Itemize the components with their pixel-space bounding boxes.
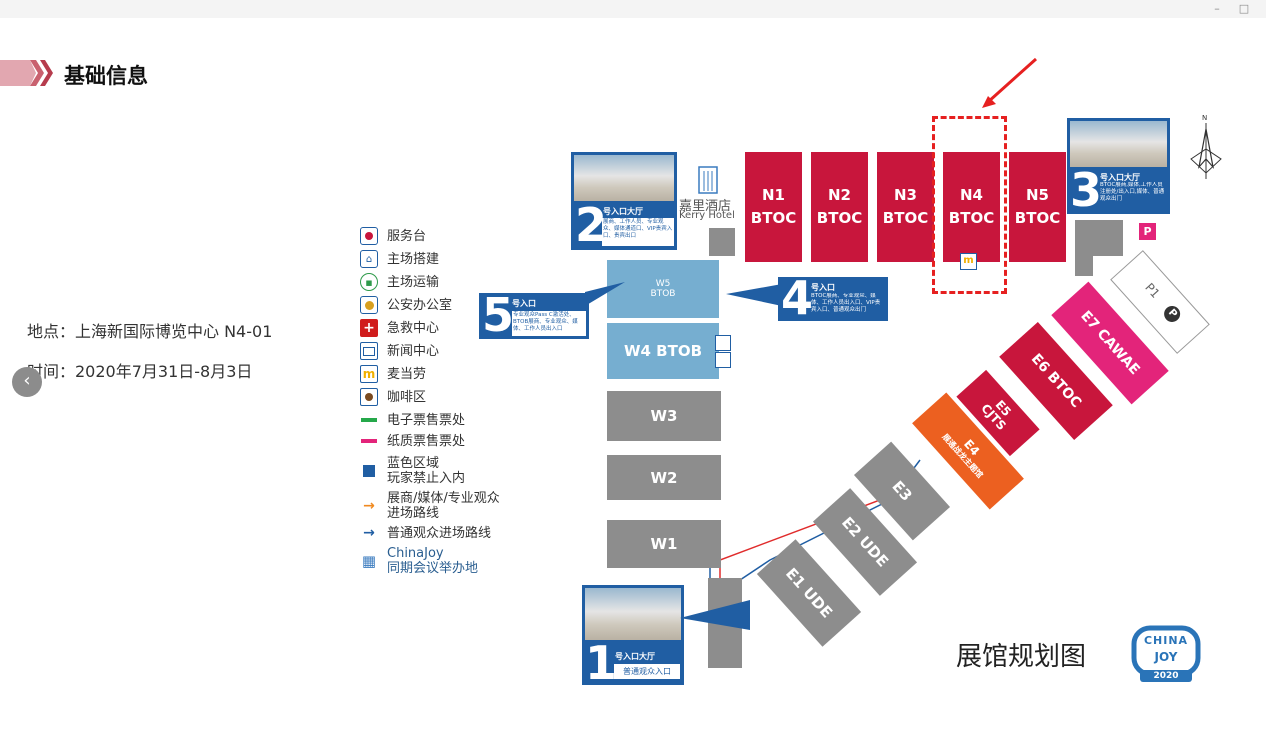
chinajoy-logo: CHINA JOY 2020 [1126,608,1206,688]
hall-w2[interactable]: W2 [607,455,721,500]
entrance-3-number: 3 [1070,163,1103,217]
legend-item: ▦ ChinaJoy 同期会议举办地 [361,546,479,576]
location-text: 地点：上海新国际博览中心 N4-01 [27,322,273,341]
entrance-5-pointer [585,282,625,306]
compass-icon [1190,123,1222,179]
legend-item: 蓝色区域 玩家禁止入内 [360,455,465,487]
main-transport-icon: ▪ [360,273,378,291]
entrance-1-title: 号入口大厅 [615,652,655,661]
mcdonalds-icon: m [960,253,977,270]
legend-item: 纸质票售票处 [360,431,465,451]
window-titlebar [0,0,1266,18]
hall-w3[interactable]: W3 [607,391,721,441]
blue-zone-icon [360,462,378,480]
entrance-5-title: 号入口 [512,299,536,308]
highlight-arrow-icon [982,57,1038,108]
entrance-2-desc: 展商、工作人员、专业观众、媒体通道口、VIP贵宾入口、贵宾出口 [602,218,674,246]
legend-item: 公安办公室 [360,295,452,315]
hotel-name-en: Kerry Hotel [679,210,735,221]
police-office-icon [715,335,731,351]
parking-icon: P [1160,302,1184,326]
entrance-3-building [1075,220,1123,256]
hall-w1[interactable]: W1 [607,520,721,568]
legend-item: → 普通观众进场路线 [360,523,491,543]
entrance-3-card[interactable]: 3 号入口大厅 BTOC展商,媒体,工作人员注册处/出入口,媒体、普通观众出门 [1067,118,1170,214]
entrance-3-photo [1070,121,1167,167]
coffee-icon [360,388,378,406]
entrance-2-title: 号入口大厅 [603,207,643,216]
orange-arrow-icon: → [363,498,375,514]
service-desk-icon [360,227,378,245]
mcdonalds-icon: m [360,365,378,383]
entrance-4-pointer [726,284,782,306]
news-center-icon [360,342,378,360]
time-text: 时间：2020年7月31日-8月3日 [27,362,253,381]
entrance-3-desc: BTOC展商,媒体,工作人员注册处/出入口,媒体、普通观众出门 [1100,182,1165,202]
police-office-icon [360,296,378,314]
entrance-1-pointer [680,600,750,630]
entrance-4-title: 号入口 [811,283,835,292]
blue-arrow-icon: → [363,525,375,541]
legend-item: 新闻中心 [360,341,439,361]
paper-ticket-icon [360,432,378,450]
chinajoy-building-icon: ▦ [361,552,377,570]
logo-year-text: 2020 [1153,671,1179,681]
entrance-5-number: 5 [482,288,515,342]
compass-north-label: N [1202,114,1208,122]
legend-item: + 急救中心 [360,318,439,338]
parking-icon: P [1139,223,1156,240]
logo-mid-text: JOY [1154,650,1178,664]
entrance-2-building [709,228,735,256]
entrance-4-desc: BTOC展商、专业观众、媒体、工作人员出入口、VIP贵宾入口、普通观众出门 [811,293,881,313]
entrance-4-number: 4 [781,271,814,325]
entrance-1-photo [585,588,681,640]
legend-item: m 麦当劳 [360,364,426,384]
entrance-2-card[interactable]: 2 号入口大厅 展商、工作人员、专业观众、媒体通道口、VIP贵宾入口、贵宾出口 [571,152,677,250]
entrance-5-desc: 专业观众Pass C激活处、BTOB展商、专业观众、媒体、工作人员出入口 [512,311,586,336]
entrance-1-card[interactable]: 1 号入口大厅 普通观众入口 [582,585,684,690]
n4-highlight-box [932,116,1007,294]
first-aid-icon: + [360,319,378,337]
coffee-icon [715,352,731,368]
minimize-button[interactable]: – [1214,2,1220,15]
header-arrow-icon [0,60,53,86]
entrance-1-number: 1 [585,636,618,690]
section-title: 基础信息 [64,64,148,88]
chinajoy-logo-icon [1131,625,1201,682]
parking-lot-label: P1 [1142,280,1163,301]
legend-item: → 展商/媒体/专业观众 进场路线 [360,490,500,522]
legend-item: 服务台 [360,226,426,246]
legend-item: ▪ 主场运输 [360,272,439,292]
hall-w5[interactable]: W5 BTOB [607,260,719,318]
legend-item: ⌂ 主场搭建 [360,249,439,269]
entrance-4-card[interactable]: 4 号入口 BTOC展商、专业观众、媒体、工作人员出入口、VIP贵宾入口、普通观… [778,271,888,325]
main-build-icon: ⌂ [360,250,378,268]
hall-w4[interactable]: W4 BTOB [607,323,719,379]
e-ticket-icon [360,411,378,429]
maximize-button[interactable]: □ [1238,2,1250,15]
prev-slide-button[interactable]: ‹ [12,367,42,397]
entrance-3-title: 号入口大厅 [1100,173,1140,182]
logo-top-text: CHINA [1143,634,1189,647]
entrance-3-passage [1075,256,1093,276]
entrance-5-card[interactable]: 5 号入口 专业观众Pass C激活处、BTOB展商、专业观众、媒体、工作人员出… [479,288,589,342]
entrance-2-number: 2 [575,198,608,252]
hotel-building-icon [698,166,718,194]
hotel-name: 嘉里酒店 [679,199,732,214]
entrance-2-photo [574,155,674,201]
legend-item: 咖啡区 [360,387,426,407]
entrance-1-desc: 普通观众入口 [614,664,680,679]
map-title: 展馆规划图 [956,642,1087,672]
legend-item: 电子票售票处 [360,410,465,430]
